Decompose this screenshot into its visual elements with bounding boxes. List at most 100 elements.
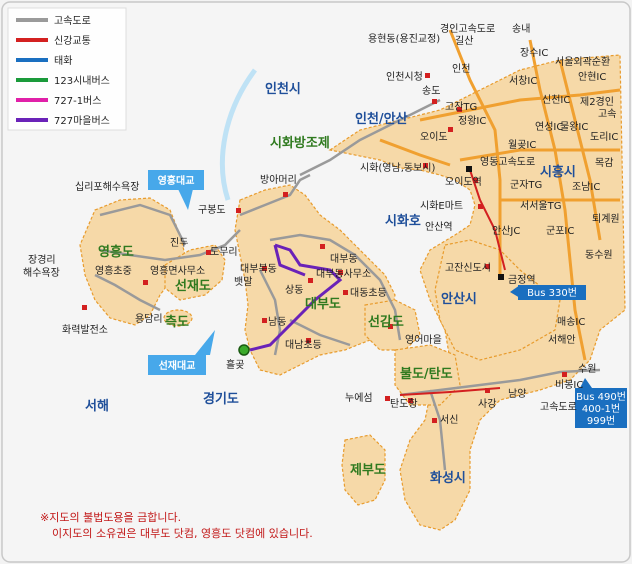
place-suwon: 수원 xyxy=(578,363,596,375)
place-yeongheung-school: 영흥초중 xyxy=(95,264,132,277)
island-buldo-tando: 불도/탄도 xyxy=(400,366,453,382)
place-tando-port: 탄도항 xyxy=(390,398,418,410)
legend-label-0: 고속도로 xyxy=(54,15,91,27)
place-gubongdo: 구봉도 xyxy=(198,204,226,216)
place-jeongwang: 정왕IC xyxy=(458,115,486,127)
bus-route-red xyxy=(399,169,506,396)
place-yeongeo-village: 영어마을 xyxy=(405,334,442,346)
notice-line-2: 이지도의 소유권은 대부도 닷컴, 영흥도 닷컴에 있습니다. xyxy=(52,526,313,540)
place-ansan-station: 안산역 xyxy=(425,221,453,233)
place-baekmal: 뱃말 xyxy=(234,276,252,288)
bus-330-label: Bus 330번 xyxy=(527,287,577,299)
place-yeongheung-office: 영흥면사무소 xyxy=(150,264,205,277)
place-domuri: 도무리 xyxy=(210,246,238,258)
place-daedong-school: 대동초등 xyxy=(350,287,387,299)
region-hwaseong: 화성시 xyxy=(430,470,466,486)
place-maesong: 매송IC xyxy=(557,316,585,328)
place-toegyewon: 퇴계원 xyxy=(592,213,620,225)
region-incheon-ansan: 인천/안산 xyxy=(355,111,408,127)
place-seosin: 서신 xyxy=(440,414,458,426)
region-siheung: 시흥시 xyxy=(540,164,576,180)
island-cheuk: 측도 xyxy=(165,314,189,330)
place-simnipo: 십리포해수욕장 xyxy=(75,180,139,193)
place-haesu: 해수욕장 xyxy=(23,266,60,279)
place-gilsan: 길산 xyxy=(455,34,473,47)
place-gunpo: 군포IC xyxy=(546,225,574,237)
water-channel xyxy=(220,68,258,201)
place-yeonseong: 연성IC xyxy=(535,121,563,133)
island-daebu: 대부도 xyxy=(305,297,341,312)
island-jebu: 제부도 xyxy=(350,463,386,478)
place-gosok: 고속 xyxy=(598,108,616,120)
seonjae-bridge-label: 선재대교 xyxy=(159,359,196,372)
place-je2-gyeongin: 제2경인 xyxy=(580,95,614,108)
cheuk-island xyxy=(163,309,193,327)
place-seoseoul-tg: 서서울TG xyxy=(520,200,561,212)
bus-490-label-3: 999번 xyxy=(587,415,615,427)
place-bangamuri: 방아머리 xyxy=(260,174,297,186)
yeongheung-bridge-label: 영흥대교 xyxy=(158,174,195,187)
place-seohaean: 서해안 xyxy=(548,333,576,346)
legend-label-3: 123시내버스 xyxy=(54,75,110,87)
place-dongsuwon: 동수원 xyxy=(585,249,613,261)
region-sihwa-dike: 시화방조제 xyxy=(270,135,330,151)
place-daebu-east: 대부동 xyxy=(330,253,358,265)
place-gojan-new: 고잔신도시 xyxy=(445,262,491,274)
bus-route-purple xyxy=(249,243,343,352)
place-gyeongin-exp: 경인고속도로 xyxy=(440,22,495,35)
legend-label-2: 태화 xyxy=(54,55,72,67)
legend-label-1: 신강교통 xyxy=(54,35,91,47)
legend-label-4: 727-1버스 xyxy=(54,95,101,107)
island-seonjae: 선재도 xyxy=(175,278,211,294)
place-oido: 오이도 xyxy=(420,131,448,143)
place-seoul-outer: 서울외곽순환 xyxy=(555,56,610,68)
place-songdo: 송도 xyxy=(422,85,440,97)
place-gunja-tg: 군자TG xyxy=(510,179,542,191)
region-gyeonggi-bay: 경기도 xyxy=(203,391,239,407)
place-ansan-jc: 안산JC xyxy=(492,225,520,237)
jebu-island xyxy=(341,434,386,506)
place-sagang: 사강 xyxy=(478,398,496,410)
place-janggyeongri: 장경리 xyxy=(28,253,56,266)
region-ansan: 안산시 xyxy=(441,291,477,307)
island-yeongheung: 영흥도 xyxy=(98,244,134,260)
place-seochang: 서창IC xyxy=(509,75,537,87)
place-incheon-city-hall: 인천시청 xyxy=(386,71,423,83)
legend-box xyxy=(7,7,127,131)
seonjae-bridge-callout: 선재대교 xyxy=(148,330,215,375)
place-daebu-north: 대부북동 xyxy=(240,263,277,275)
region-west-sea: 서해 xyxy=(85,398,109,414)
place-sihwa-yeongnam: 시화(영남,동보시) xyxy=(360,162,435,174)
place-bibong: 비봉IC xyxy=(555,379,583,391)
place-mokgam: 목감 xyxy=(595,157,613,169)
place-namyang: 남양 xyxy=(508,388,526,400)
place-yonghyeon: 용현동(용진교정) xyxy=(368,33,440,45)
bus-490-label-2: 400-1번 xyxy=(582,403,620,415)
place-dori: 도리IC xyxy=(590,131,618,143)
place-wolgot: 월곶IC xyxy=(508,139,536,151)
highways xyxy=(379,29,621,361)
place-sincheon: 신천IC xyxy=(542,94,570,106)
bus-490-label-1: Bus 490번 xyxy=(576,391,626,403)
place-gosokdoro: 고속도로 xyxy=(540,401,577,413)
place-heulgot: 흘곶 xyxy=(226,358,244,371)
bus-490-callout: Bus 490번 400-1번 999번 xyxy=(575,378,627,428)
bus-330-callout: Bus 330번 xyxy=(510,285,586,300)
place-jangsu: 장수IC xyxy=(520,47,548,59)
roads xyxy=(94,98,601,471)
place-namdong: 남동 xyxy=(268,316,286,328)
notice-line-1: ※지도의 불법도용을 금합니다. xyxy=(40,511,181,524)
place-labels: 용현동(용진교정) 경인고속도로 길산 송내 장수IC 서울외곽순환 인천시청 … xyxy=(23,22,620,426)
place-anhyeon: 안현IC xyxy=(578,71,606,83)
place-sangdong: 상동 xyxy=(285,284,303,296)
place-nuesom: 누에섬 xyxy=(345,392,373,404)
place-daebu-office: 대부동사무소 xyxy=(316,268,371,280)
region-sihwa-lake: 시화호 xyxy=(385,213,421,229)
stop-markers xyxy=(82,73,567,423)
station-marker-geumjeong xyxy=(498,274,504,280)
yeongheung-bridge-callout: 영흥대교 xyxy=(148,170,204,210)
place-jonam: 조남IC xyxy=(572,181,600,193)
heulgot-marker xyxy=(238,344,250,356)
